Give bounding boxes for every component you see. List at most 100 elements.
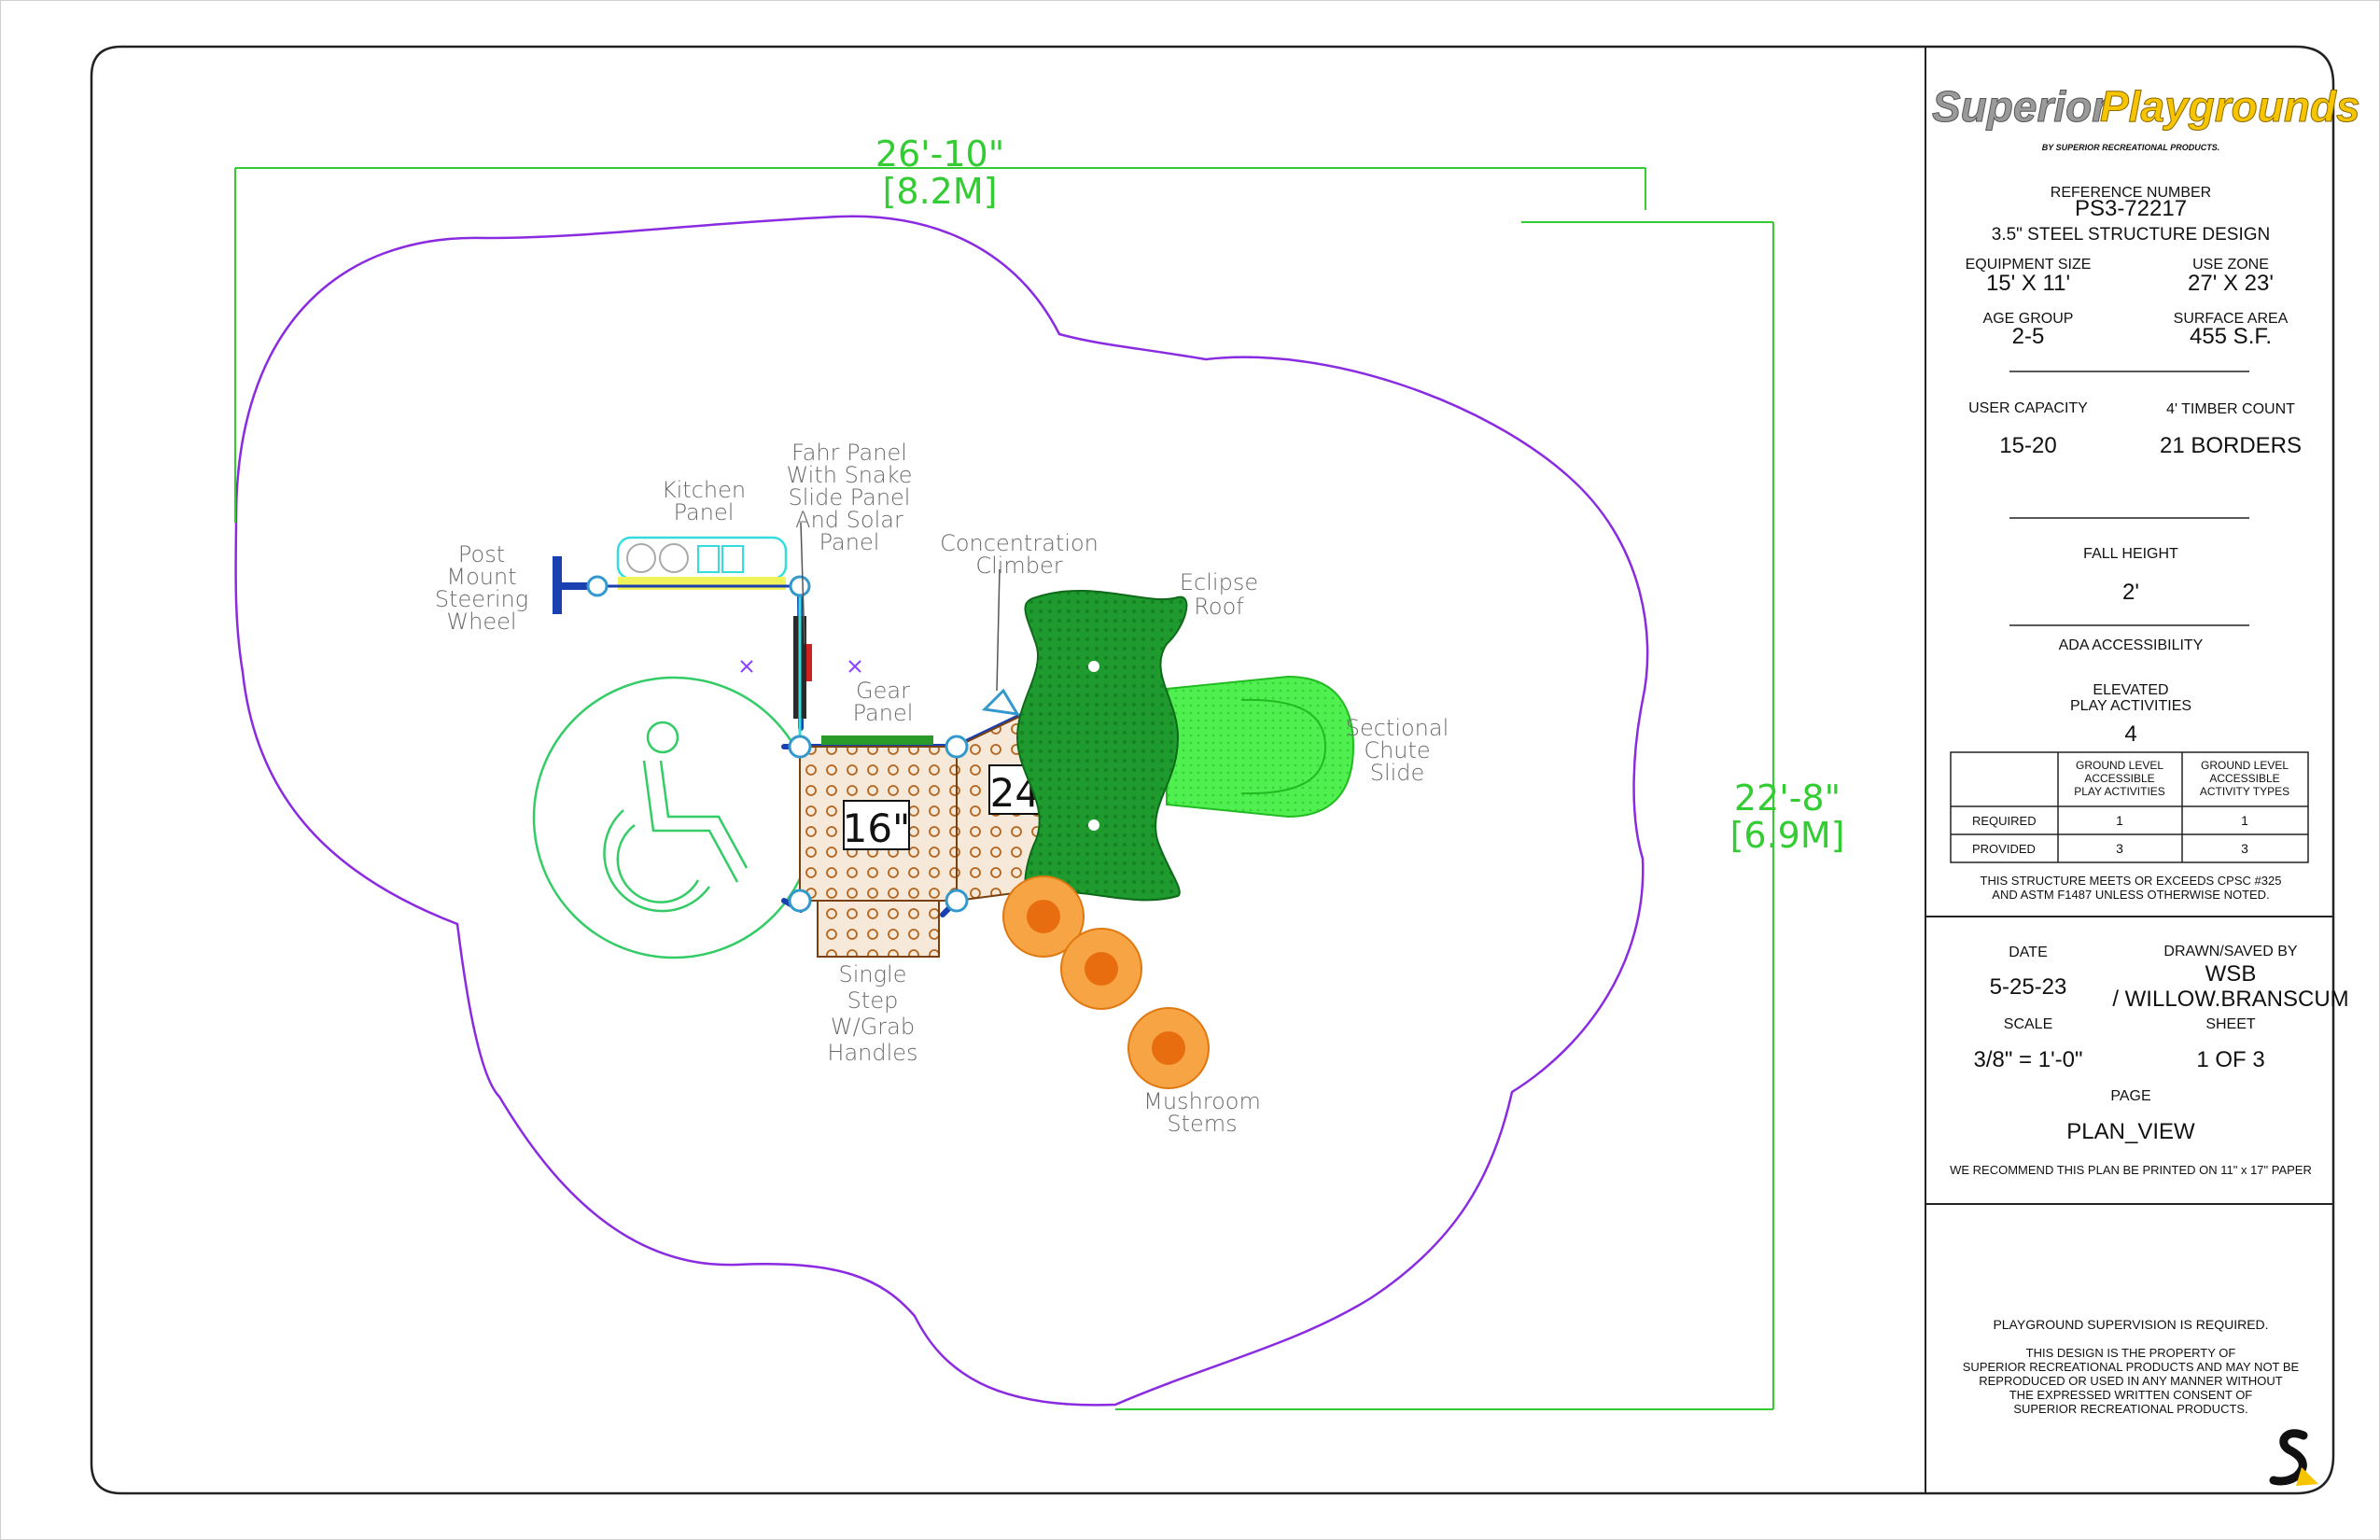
svg-text:Chute: Chute — [1364, 737, 1430, 763]
print-note: WE RECOMMEND THIS PLAN BE PRINTED ON 11"… — [1950, 1163, 2312, 1177]
use-zone: 27' X 23' — [2188, 271, 2274, 296]
scale: 3/8" = 1'-0" — [1973, 1047, 2082, 1072]
table-cell: 3 — [2116, 841, 2123, 856]
height-dimension-m: [6.9M] — [1730, 815, 1845, 856]
gear-panel — [821, 735, 933, 745]
user-capacity-label: USER CAPACITY — [1968, 400, 2088, 416]
svg-text:Fahr Panel: Fahr Panel — [791, 440, 907, 466]
scale-label: SCALE — [2004, 1016, 2052, 1032]
width-dimension — [234, 167, 1646, 523]
label-concentration-climber: Concentration Climber — [940, 530, 1099, 579]
company-logo: Superior Playgrounds BY SUPERIOR RECREAT… — [1932, 82, 2361, 153]
reference-number: PS3-72217 — [2075, 196, 2187, 221]
single-step — [817, 900, 940, 958]
svg-text:Handles: Handles — [827, 1040, 917, 1066]
svg-text:Slide Panel: Slide Panel — [789, 484, 911, 511]
age-group-label: AGE GROUP — [1983, 311, 2074, 327]
user-capacity: 15-20 — [1999, 433, 2056, 458]
fahr-panel — [793, 586, 812, 747]
date: 5-25-23 — [1990, 974, 2067, 1000]
use-zone-label: USE ZONE — [2192, 257, 2269, 273]
eclipse-roof — [1015, 590, 1188, 902]
svg-text:Gear: Gear — [856, 678, 910, 704]
svg-text:Panel: Panel — [819, 529, 880, 555]
design-type: 3.5" STEEL STRUCTURE DESIGN — [1992, 225, 2271, 245]
svg-text:With Snake: With Snake — [786, 462, 912, 488]
page-value: PLAN_VIEW — [2066, 1119, 2195, 1144]
label-fahr-panel: Fahr Panel With Snake Slide Panel And So… — [786, 440, 912, 555]
svg-text:Wheel: Wheel — [446, 609, 516, 635]
table-header: PLAY ACTIVITIES — [2074, 785, 2165, 798]
deck-16-label: 16" — [843, 805, 911, 851]
svg-text:Climber: Climber — [975, 553, 1062, 579]
height-dimension — [1115, 221, 1774, 1410]
elevated-label: PLAY ACTIVITIES — [2070, 698, 2191, 714]
concentration-climber — [981, 568, 1020, 716]
label-mushroom-stems: Mushroom Stems — [1143, 1088, 1261, 1137]
label-eclipse-roof: Eclipse Roof — [1180, 569, 1258, 620]
drawing-frame — [90, 45, 2335, 1495]
use-zone-boundary — [234, 215, 1649, 1407]
leader-lines — [800, 522, 805, 645]
property-note: SUPERIOR RECREATIONAL PRODUCTS. — [2013, 1402, 2247, 1416]
superior-s-logo-icon — [2269, 1429, 2318, 1486]
ada-label: ADA ACCESSIBILITY — [2059, 637, 2204, 653]
svg-text:Slide: Slide — [1370, 760, 1425, 786]
supervision-note: PLAYGROUND SUPERVISION IS REQUIRED. — [1993, 1317, 2268, 1332]
property-note: THIS DESIGN IS THE PROPERTY OF — [2026, 1346, 2236, 1360]
svg-text:And Solar: And Solar — [795, 507, 903, 533]
property-note: REPRODUCED OR USED IN ANY MANNER WITHOUT — [1979, 1374, 2283, 1388]
table-header: ACCESSIBLE — [2209, 772, 2279, 785]
svg-text:Steering: Steering — [435, 586, 528, 612]
post-connectors — [586, 575, 969, 913]
svg-text:Single: Single — [839, 961, 907, 987]
label-steering-wheel: Post Mount Steering Wheel — [435, 541, 528, 635]
surface-area-label: SURFACE AREA — [2174, 311, 2289, 327]
svg-text:Roof: Roof — [1194, 594, 1244, 620]
sectional-chute-slide — [1166, 675, 1355, 819]
fall-height: 2' — [2122, 580, 2139, 605]
equipment-size-label: EQUIPMENT SIZE — [1966, 257, 2092, 273]
table-cell: 3 — [2241, 841, 2248, 856]
drawn-label: DRAWN/SAVED BY — [2163, 944, 2297, 959]
svg-text:Mushroom: Mushroom — [1143, 1088, 1261, 1114]
height-dimension-ft: 22'-8" — [1734, 777, 1841, 819]
mushroom-stems — [1002, 875, 1210, 1089]
age-group: 2-5 — [2012, 324, 2045, 349]
equipment-size: 15' X 11' — [1986, 271, 2070, 296]
cpsc-note: THIS STRUCTURE MEETS OR EXCEEDS CPSC #32… — [1981, 874, 2282, 888]
label-gear-panel: Gear Panel — [853, 678, 914, 726]
table-header: ACTIVITY TYPES — [2200, 785, 2289, 798]
svg-text:Playgrounds: Playgrounds — [2100, 82, 2360, 131]
svg-text:Kitchen: Kitchen — [662, 477, 746, 503]
svg-text:W/Grab: W/Grab — [831, 1014, 915, 1040]
table-header: ACCESSIBLE — [2084, 772, 2154, 785]
property-note: THE EXPRESSED WRITTEN CONSENT OF — [2009, 1388, 2253, 1402]
elevated-value: 4 — [2124, 721, 2136, 747]
svg-text:Panel: Panel — [853, 700, 914, 726]
reference-label: REFERENCE NUMBER — [2051, 185, 2211, 201]
cpsc-note: AND ASTM F1487 UNLESS OTHERWISE NOTED. — [1992, 888, 2269, 902]
date-label: DATE — [2009, 945, 2047, 960]
roof-bolt — [1088, 661, 1099, 672]
property-note: SUPERIOR RECREATIONAL PRODUCTS AND MAY N… — [1963, 1360, 2300, 1374]
accessibility-table — [1950, 751, 2309, 863]
timber-count: 21 BORDERS — [2160, 433, 2302, 458]
drawn-by: / WILLOW.BRANSCUM — [2112, 987, 2348, 1012]
svg-text:Mount: Mount — [446, 564, 516, 590]
label-single-step: Single Step W/Grab Handles — [827, 961, 917, 1066]
table-cell: 1 — [2241, 813, 2248, 828]
svg-text:Panel: Panel — [674, 499, 735, 525]
deck-16-tag — [843, 800, 910, 850]
table-row-label: REQUIRED — [1972, 814, 2037, 828]
svg-text:Superior: Superior — [1932, 82, 2110, 131]
drawn-by: WSB — [2205, 961, 2257, 987]
sheet-label: SHEET — [2205, 1016, 2256, 1032]
table-header: GROUND LEVEL — [2201, 759, 2289, 772]
kitchen-panel — [597, 536, 800, 590]
label-sectional-chute-slide: Sectional Chute Slide — [1346, 715, 1449, 786]
svg-text:Sectional: Sectional — [1346, 715, 1449, 741]
svg-text:Step: Step — [847, 987, 899, 1014]
width-dimension-m: [8.2M] — [883, 171, 998, 212]
